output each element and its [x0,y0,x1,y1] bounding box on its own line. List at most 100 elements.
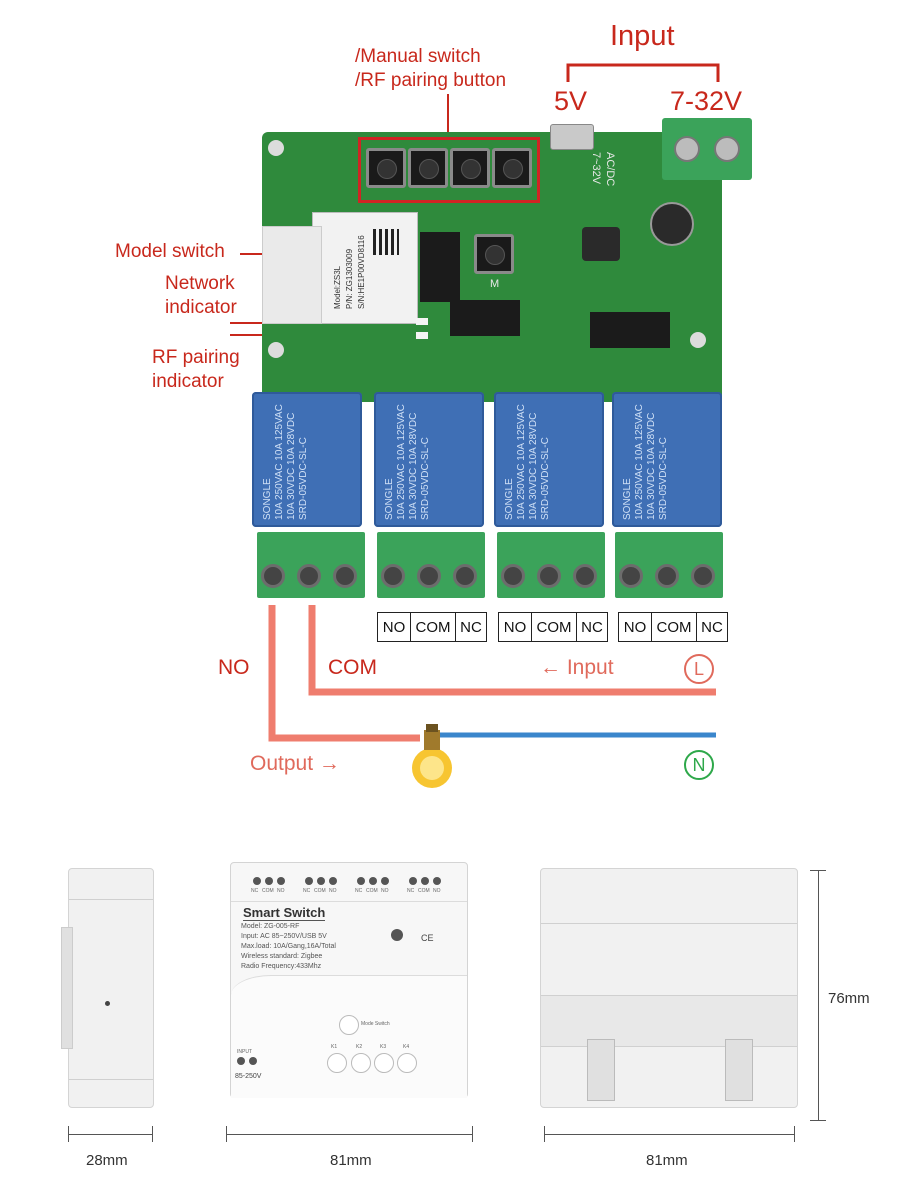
k2-label: K2 [356,1044,363,1050]
top-terminal-label: COM [314,888,326,894]
terminal-screw [417,564,441,588]
side-divider [69,1079,153,1080]
top-terminal-label: NO [381,888,389,894]
side-hole [105,1001,110,1006]
relay-model: SRD-05VDC-SL-C [658,437,669,520]
relay-model: SRD-05VDC-SL-C [420,437,431,520]
k1-label: K1 [331,1044,338,1050]
relay-brand: SONGLE [384,478,395,520]
terminal-label: NC [460,618,482,636]
terminal-hole [265,877,273,885]
terminal-screw [619,564,643,588]
k4-button[interactable] [397,1053,417,1073]
top-terminal-row [247,875,447,893]
manual-switch-label: /Manual switch [355,46,481,67]
terminal-label: COM [532,613,577,641]
manual-button-4[interactable] [492,148,532,188]
light-bulb-icon [412,724,452,788]
dim-side-tick [68,1126,69,1142]
relay-brand: SONGLE [622,478,633,520]
input-bracket [566,63,720,82]
terminal-screw [691,564,715,588]
top-terminal-label: NC [407,888,415,894]
no-wire [268,605,420,742]
input-hole [249,1057,257,1065]
model-switch-button[interactable] [474,234,514,274]
output-terminal-4[interactable] [615,532,723,598]
dim-height-line [818,870,819,1120]
back-clip-left [587,1039,615,1101]
terminal-screw [453,564,477,588]
usb-port[interactable] [550,124,594,150]
m-label: M [490,278,500,290]
top-terminal-label: NO [277,888,285,894]
input-range-label: 85-250V [235,1073,262,1080]
ce-mark-icon: CE [421,933,434,943]
side-divider [69,899,153,900]
input-5v-label: 5V [554,86,588,116]
back-clip-right [725,1039,753,1101]
buttons-frame [358,137,540,203]
k2-button[interactable] [351,1053,371,1073]
dim-front-tick [226,1126,227,1142]
rf-led [416,332,428,339]
terminal-hole [277,877,285,885]
ic-chip [590,312,670,348]
front-divider [231,901,467,902]
inductor [582,227,620,261]
mounting-hole [268,342,284,358]
device-radio: Radio Frequency:433Mhz [241,963,322,970]
dim-height-label: 76mm [828,990,870,1007]
mounting-hole [268,140,284,156]
dim-height-tick [810,870,826,871]
power-screw-1 [674,136,700,162]
dim-front-line [226,1134,472,1135]
manual-switch-pointer [447,94,449,139]
network-indicator-label-1: Network [165,273,235,294]
output-terminal-1[interactable] [257,532,365,598]
device-model: Model: ZG-005-RF [241,923,300,930]
manual-button-3[interactable] [450,148,490,188]
model-switch-label: Model switch [115,241,225,262]
terminal-screw [333,564,357,588]
mode-switch-button[interactable] [339,1015,359,1035]
module-pn: P/N: ZG1303009 [345,248,354,309]
output-terminal-3[interactable] [497,532,605,598]
pcb-board: M 7~32V AC/DC Model:ZS3L P/N: ZG1303009 … [262,118,752,402]
k3-button[interactable] [374,1053,394,1073]
dim-side-line [68,1134,152,1135]
terminal-hole [305,877,313,885]
com-wire [308,605,716,696]
terminal-hole [357,877,365,885]
terminal-hole [317,877,325,885]
input-7-32v-label: 7-32V [670,86,743,116]
top-terminal-label: NC [355,888,363,894]
manual-button-1[interactable] [366,148,406,188]
terminal-labels-4: NO COM NC [618,612,728,642]
dim-side-label: 28mm [86,1152,128,1169]
k1-button[interactable] [327,1053,347,1073]
top-terminal-label: COM [262,888,274,894]
manual-button-2[interactable] [408,148,448,188]
output-terminal-2[interactable] [377,532,485,598]
device-input: Input: AC 85~250V/USB 5V [241,933,327,940]
zigbee-module: Model:ZS3L P/N: ZG1303009 S/N:HE1P00VD81… [312,212,418,324]
relay-brand: SONGLE [262,478,273,520]
terminal-hole [409,877,417,885]
dim-back-tick [544,1126,545,1142]
neutral-symbol-icon: N [684,750,714,780]
terminal-hole [253,877,261,885]
relay-spec: 10A 250VAC 10A 125VAC [516,404,527,520]
dim-front-label: 81mm [330,1152,372,1169]
dim-front-tick [472,1126,473,1142]
terminal-label: NO [619,613,652,641]
rf-pairing-indicator-label-2: indicator [152,371,224,392]
device-wireless: Wireless standard: Zigbee [241,953,323,960]
relay-model: SRD-05VDC-SL-C [540,437,551,520]
terminal-hole [369,877,377,885]
power-terminal[interactable] [662,118,752,180]
dim-back-line [544,1134,794,1135]
